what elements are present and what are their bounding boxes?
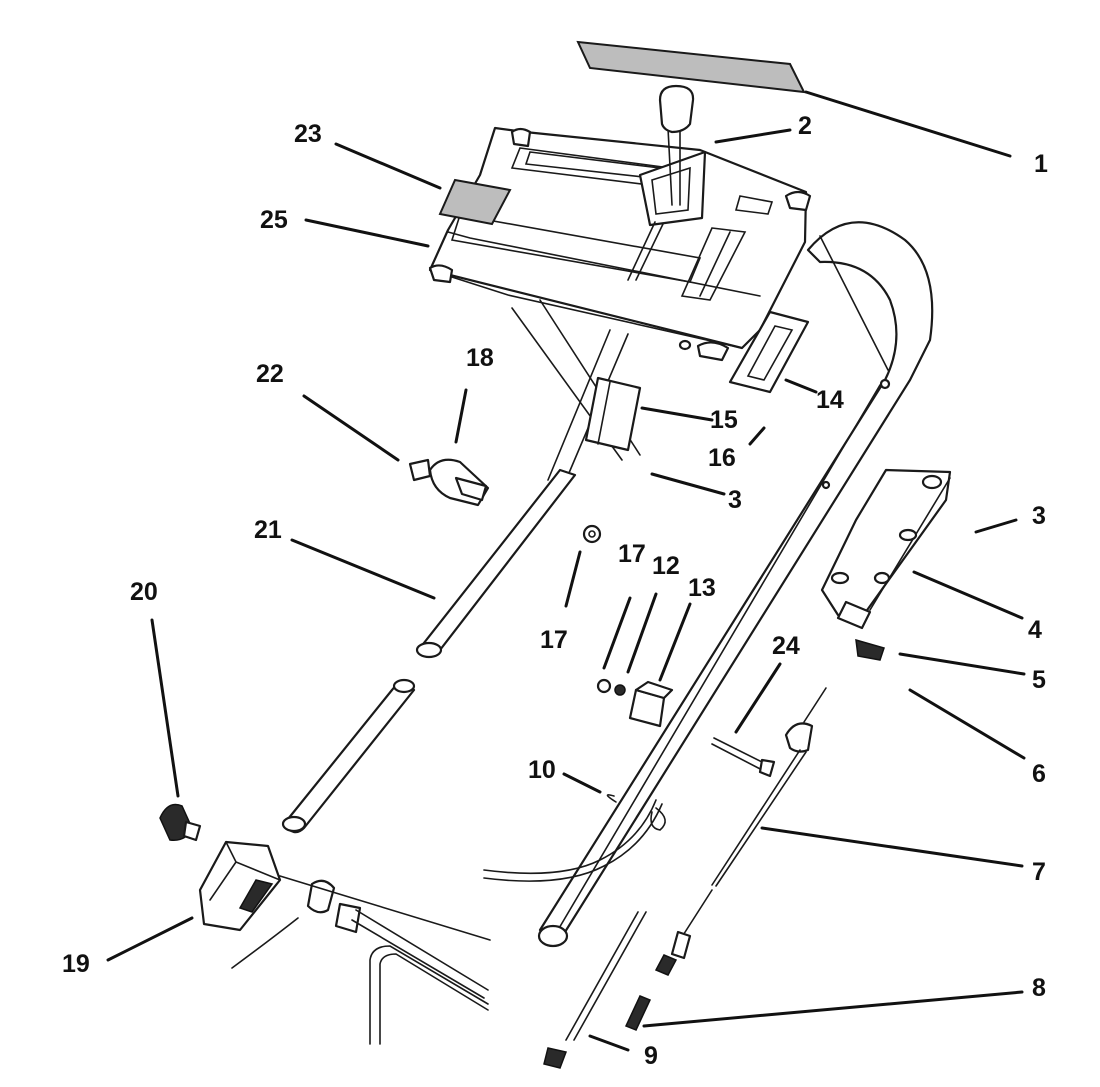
callout-3-upper: 3 bbox=[728, 486, 742, 514]
callout-15: 15 bbox=[710, 406, 738, 434]
part-shift-rod bbox=[654, 687, 827, 976]
callout-19: 19 bbox=[62, 950, 90, 978]
part-nut bbox=[596, 678, 612, 694]
part-lower-grip-tube bbox=[281, 678, 416, 834]
part-knob bbox=[159, 803, 202, 842]
callout-16: 16 bbox=[708, 444, 736, 472]
callout-3-right: 3 bbox=[1032, 502, 1046, 530]
part-left-tube bbox=[415, 468, 577, 659]
callout-14: 14 bbox=[816, 386, 844, 414]
part-switch bbox=[428, 458, 490, 507]
part-tube-sleeve bbox=[584, 376, 642, 452]
callout-6: 6 bbox=[1032, 760, 1046, 788]
part-shift-bracket bbox=[820, 468, 952, 630]
part-lower-frame bbox=[231, 875, 491, 1045]
part-handle-bracket bbox=[198, 840, 282, 932]
part-clip bbox=[855, 638, 885, 661]
callout-2: 2 bbox=[798, 112, 812, 140]
part-screw-22 bbox=[408, 458, 432, 482]
part-bracket-plate bbox=[728, 310, 810, 394]
callout-17-lower: 17 bbox=[540, 626, 568, 654]
callout-25: 25 bbox=[260, 206, 288, 234]
callout-1: 1 bbox=[1034, 150, 1048, 178]
callout-21: 21 bbox=[254, 516, 282, 544]
part-cable-block bbox=[628, 680, 674, 728]
part-nut-upper bbox=[582, 524, 602, 544]
callout-22: 22 bbox=[256, 360, 284, 388]
callout-10: 10 bbox=[528, 756, 556, 784]
callout-5: 5 bbox=[1032, 666, 1046, 694]
part-shift-lever bbox=[627, 84, 707, 281]
callout-12: 12 bbox=[652, 552, 680, 580]
part-control-panel bbox=[428, 126, 812, 362]
callout-23: 23 bbox=[294, 120, 322, 148]
part-cable bbox=[483, 794, 666, 882]
part-panel-label bbox=[438, 178, 512, 226]
part-decal-strip bbox=[576, 40, 806, 94]
callout-labels: 1 2 3 3 4 5 6 7 8 9 10 12 13 14 15 16 17… bbox=[62, 112, 1048, 1070]
part-bolt bbox=[711, 737, 776, 778]
callout-7: 7 bbox=[1032, 858, 1046, 886]
part-lower-rod bbox=[543, 911, 647, 1069]
part-spring bbox=[624, 995, 652, 1031]
callout-17-upper: 17 bbox=[618, 540, 646, 568]
callout-4: 4 bbox=[1028, 616, 1042, 644]
callout-13: 13 bbox=[688, 574, 716, 602]
callout-9: 9 bbox=[644, 1042, 658, 1070]
leader-lines bbox=[106, 90, 1026, 1052]
callout-24: 24 bbox=[772, 632, 800, 660]
callout-8: 8 bbox=[1032, 974, 1046, 1002]
part-washer bbox=[614, 684, 626, 696]
callout-20: 20 bbox=[130, 578, 158, 606]
callout-18: 18 bbox=[466, 344, 494, 372]
